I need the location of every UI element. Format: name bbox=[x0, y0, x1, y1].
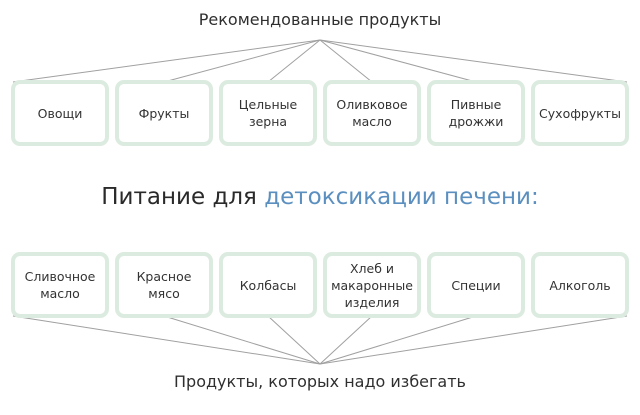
recommended-connector bbox=[319, 39, 373, 83]
recommended-connector bbox=[267, 39, 321, 83]
recommended-box-1: Овощи bbox=[11, 80, 109, 146]
avoid-connector bbox=[12, 315, 321, 365]
avoid-connector bbox=[319, 315, 628, 365]
main-title: Питание для детоксикации печени: bbox=[0, 184, 640, 210]
recommended-connector bbox=[163, 39, 321, 83]
avoid-box-3: Колбасы bbox=[219, 252, 317, 318]
main-title-accent: детоксикации печени: bbox=[264, 184, 539, 210]
recommended-label: Фрукты bbox=[138, 105, 190, 121]
recommended-box-2: Фрукты bbox=[115, 80, 213, 146]
avoid-connector bbox=[163, 315, 321, 365]
avoid-connector bbox=[319, 315, 477, 365]
recommended-heading: Рекомендованные продукты bbox=[198, 10, 442, 29]
avoid-connector bbox=[319, 315, 373, 365]
recommended-connector bbox=[12, 39, 321, 83]
recommended-box-6: Сухофрукты bbox=[531, 80, 629, 146]
main-title-prefix: Питание для bbox=[101, 184, 265, 210]
avoid-connector bbox=[267, 315, 321, 365]
recommended-label: Овощи bbox=[37, 105, 83, 121]
avoid-label: Алкоголь bbox=[549, 277, 611, 293]
recommended-connector bbox=[319, 39, 628, 83]
avoid-label: Специи bbox=[451, 277, 501, 293]
avoid-box-5: Специи bbox=[427, 252, 525, 318]
avoid-label: Колбасы bbox=[239, 277, 297, 293]
avoid-heading: Продукты, которых надо избегать bbox=[174, 372, 466, 391]
recommended-connector bbox=[319, 39, 477, 83]
avoid-box-6: Алкоголь bbox=[531, 252, 629, 318]
recommended-label: Сухофрукты bbox=[539, 105, 621, 121]
